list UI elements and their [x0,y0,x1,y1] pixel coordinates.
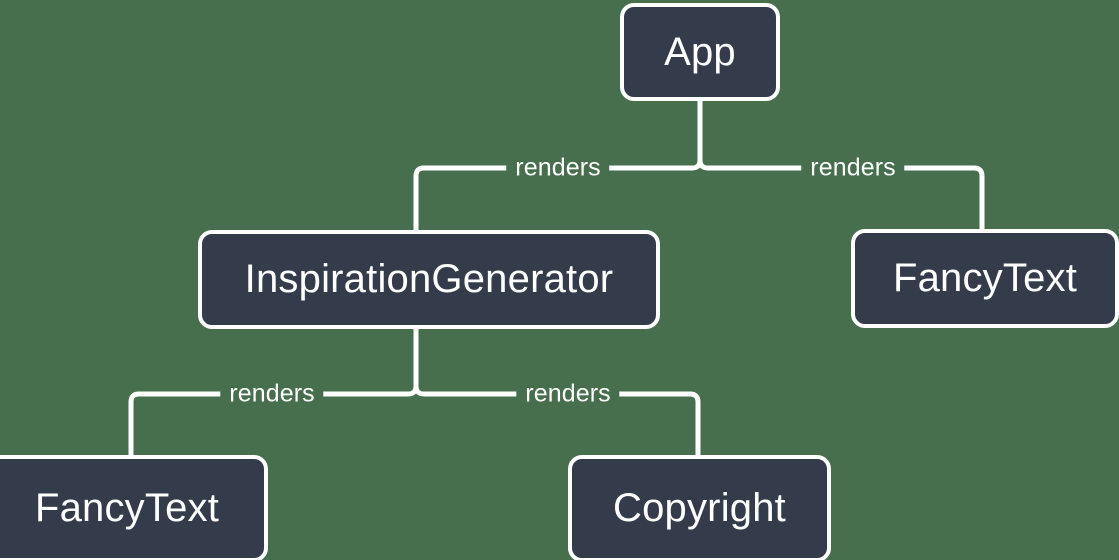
node-app[interactable]: App [620,3,780,101]
edge-label-inspirationgenerator-to-copyright: renders [516,381,620,407]
node-fancytext-left-label: FancyText [34,486,220,530]
node-fancytext-right[interactable]: FancyText [851,229,1119,328]
node-fancytext-left[interactable]: FancyText [0,455,268,560]
edge-label-app-to-fancytext-right: renders [801,155,905,181]
node-app-label: App [664,29,736,74]
node-copyright-label: Copyright [613,486,786,530]
node-inspirationgenerator-label: InspirationGenerator [244,257,614,301]
node-copyright[interactable]: Copyright [568,455,831,560]
edge-label-inspirationgenerator-to-fancytext-left: renders [220,381,324,407]
node-inspirationgenerator[interactable]: InspirationGenerator [198,230,660,329]
edge-app-junction-right [697,159,985,229]
edge-inspgen-junction-right [413,385,701,455]
edge-label-app-to-inspirationgenerator: renders [506,155,610,181]
node-fancytext-right-label: FancyText [892,256,1078,300]
